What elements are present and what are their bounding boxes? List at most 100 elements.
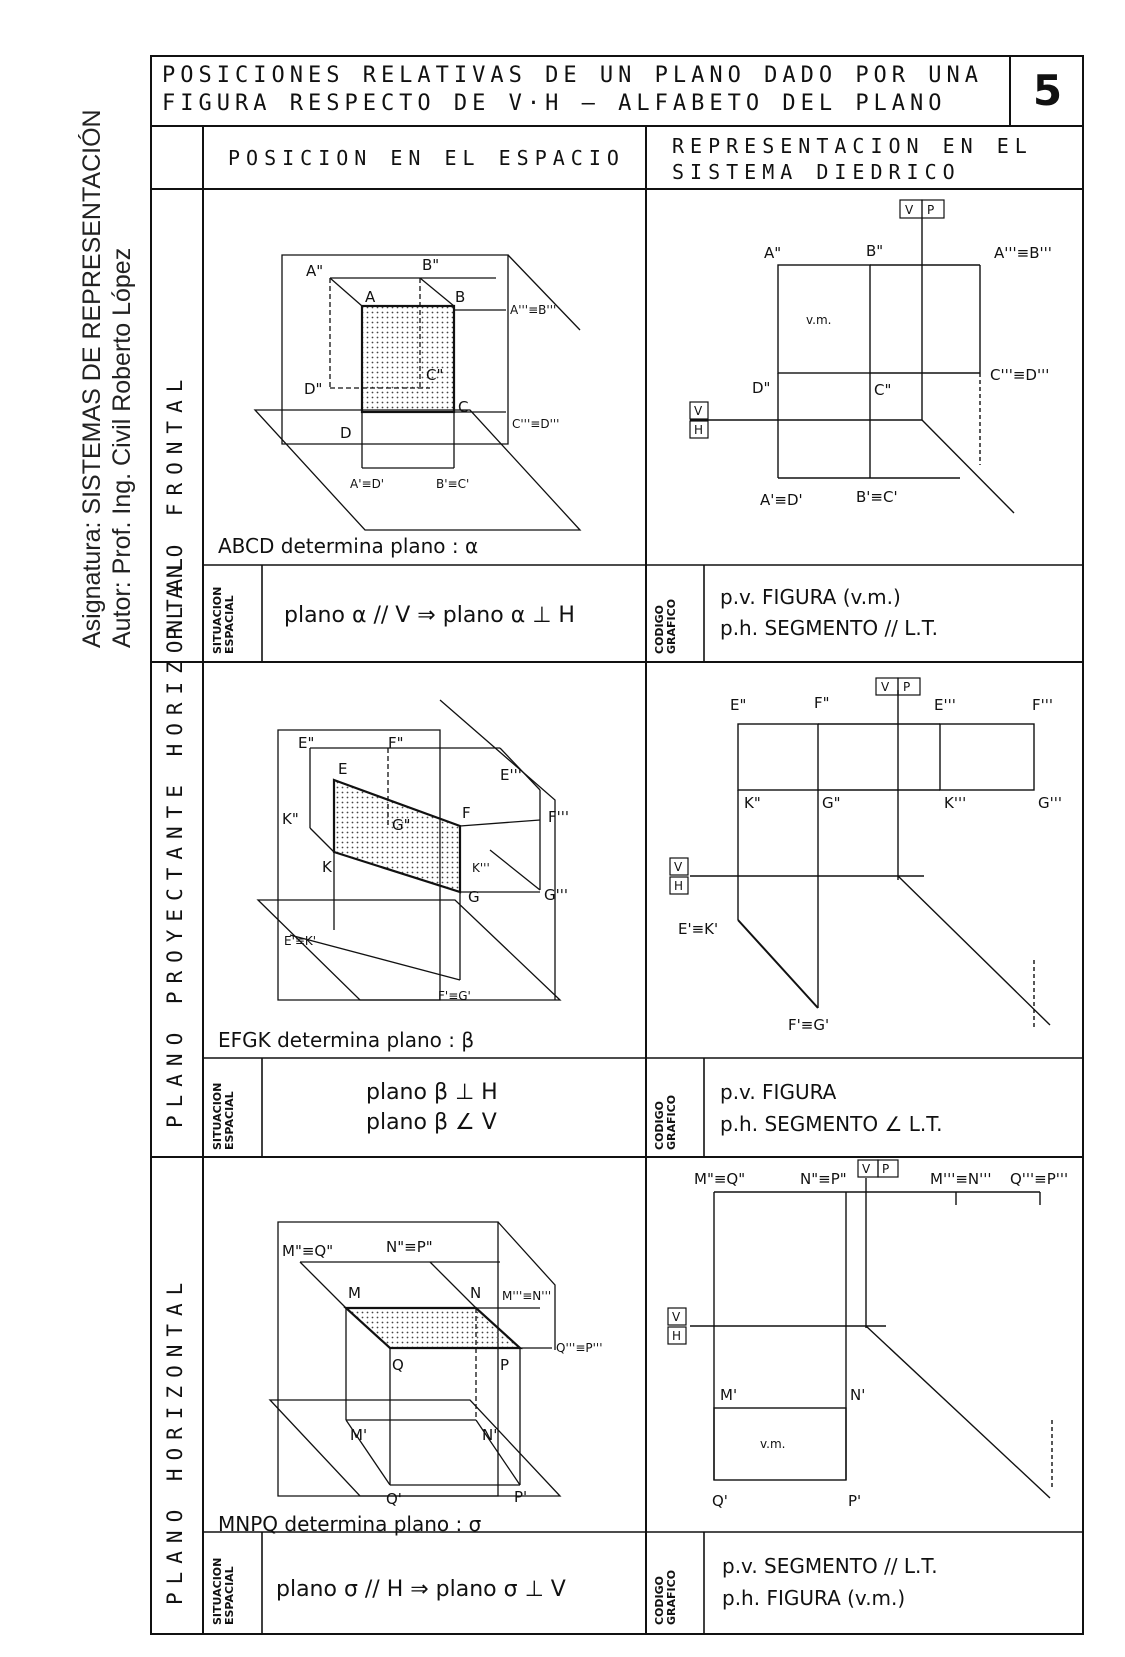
point-label: F" xyxy=(388,734,404,752)
point-label: M' xyxy=(720,1386,737,1404)
point-label: A xyxy=(365,288,376,306)
point-label: K xyxy=(322,858,333,876)
point-label: A" xyxy=(764,244,781,262)
point-label: P' xyxy=(848,1492,861,1510)
point-label: G" xyxy=(822,794,841,812)
situacion-proyectante-1: plano β ⊥ H xyxy=(366,1080,498,1105)
caption-proyectante: EFGK determina plano : β xyxy=(218,1028,475,1052)
frontal-diedric-figure xyxy=(690,218,1015,514)
codigo-proyectante-2: p.h. SEGMENTO ∠ L.T. xyxy=(720,1112,943,1136)
point-label: F''' xyxy=(1032,696,1053,714)
point-label: F'≡G' xyxy=(788,1016,829,1034)
caption-frontal: ABCD determina plano : α xyxy=(218,534,479,558)
point-label: D" xyxy=(752,379,770,397)
horizontal-diedric-figure xyxy=(690,1178,1053,1499)
point-label: V xyxy=(674,860,683,874)
point-label: N"≡P" xyxy=(800,1170,847,1188)
point-label: C" xyxy=(426,366,443,384)
point-label: P' xyxy=(514,1488,527,1506)
point-label: F" xyxy=(814,694,830,712)
sheet-number: 5 xyxy=(1009,55,1084,127)
codigo-horizontal-1: p.v. SEGMENTO // L.T. xyxy=(722,1554,938,1578)
point-label: V xyxy=(694,404,703,418)
proyectante-diedric-labels: E" F" E''' F''' K" G" K''' G''' E'≡K' F'… xyxy=(678,694,1062,1034)
point-label: A'≡D' xyxy=(760,491,803,509)
proyectante-space-labels: E" F" E E''' K" G" F F''' K K''' G G''' … xyxy=(282,734,569,1003)
point-label: H xyxy=(672,1329,681,1343)
vp-tag-1 xyxy=(899,199,945,219)
point-label: G" xyxy=(392,816,411,834)
situacion-frontal: plano α // V ⇒ plano α ⊥ H xyxy=(284,603,575,628)
point-label: K''' xyxy=(944,794,966,812)
situacion-horizontal: plano σ // H ⇒ plano σ ⊥ V xyxy=(276,1577,566,1602)
point-label: C'''≡D''' xyxy=(990,366,1049,384)
point-label: G xyxy=(468,888,480,906)
column-header-diedric-1: REPRESENTACION EN EL xyxy=(672,134,1033,158)
point-label: A'≡D' xyxy=(350,477,384,491)
point-label: B" xyxy=(866,242,883,260)
point-label: Q'''≡P''' xyxy=(1010,1170,1068,1188)
point-label: N' xyxy=(482,1426,497,1444)
proyectante-diedric-figure xyxy=(690,690,1051,1030)
point-label: A" xyxy=(306,262,323,280)
point-label: v.m. xyxy=(806,313,832,327)
point-label: D" xyxy=(304,380,322,398)
point-label: E" xyxy=(730,696,746,714)
point-label: Q' xyxy=(712,1492,728,1510)
point-label: A'''≡B''' xyxy=(994,244,1052,262)
point-label: F''' xyxy=(548,808,569,826)
point-label: M'''≡N''' xyxy=(502,1289,551,1303)
point-label: P xyxy=(927,203,934,217)
point-label: V xyxy=(905,203,914,217)
point-label: Q'''≡P''' xyxy=(556,1341,603,1355)
vh-tag-2 xyxy=(669,857,689,895)
column-header-diedric-2: SISTEMA DIEDRICO xyxy=(672,160,961,184)
vp-tag-3 xyxy=(857,1159,899,1178)
horizontal-space-figure xyxy=(268,1221,562,1497)
point-label: C'''≡D''' xyxy=(512,417,559,431)
point-label: E''' xyxy=(934,696,956,714)
point-label: E xyxy=(338,760,347,778)
horizontal-space-labels: M"≡Q" N"≡P" M N M'''≡N''' Q P Q'''≡P''' … xyxy=(282,1238,603,1508)
codigo-horizontal-2: p.h. FIGURA (v.m.) xyxy=(722,1586,906,1610)
column-header-space: POSICION EN EL ESPACIO xyxy=(228,146,625,170)
header-title-2: FIGURA RESPECTO DE V·H — ALFABETO DEL PL… xyxy=(162,91,947,116)
point-label: D xyxy=(340,424,352,442)
point-label: E'≡K' xyxy=(678,920,718,938)
point-label: C" xyxy=(874,381,891,399)
point-label: Q xyxy=(392,1356,404,1374)
point-label: F'≡G' xyxy=(438,989,471,1003)
vp-tag-2 xyxy=(875,677,921,696)
proyectante-space-figure xyxy=(256,699,562,1001)
point-label: E" xyxy=(298,734,314,752)
point-label: B" xyxy=(422,256,439,274)
codigo-proyectante-1: p.v. FIGURA xyxy=(720,1080,837,1104)
point-label: E''' xyxy=(500,766,522,784)
point-label: M"≡Q" xyxy=(282,1242,333,1260)
point-label: N' xyxy=(850,1386,865,1404)
point-label: K''' xyxy=(472,861,490,875)
point-label: B xyxy=(455,288,465,306)
point-label: M'''≡N''' xyxy=(930,1170,991,1188)
point-label: G''' xyxy=(544,886,568,904)
situacion-proyectante-2: plano β ∠ V xyxy=(366,1110,497,1135)
codigo-frontal-2: p.h. SEGMENTO // L.T. xyxy=(720,616,938,640)
point-label: Q' xyxy=(386,1490,402,1508)
codigo-frontal-1: p.v. FIGURA (v.m.) xyxy=(720,585,901,609)
point-label: M xyxy=(348,1284,361,1302)
point-label: H xyxy=(674,879,683,893)
sheet-header: POSICIONES RELATIVAS DE UN PLANO DADO PO… xyxy=(150,55,1084,127)
point-label: B'≡C' xyxy=(856,488,898,506)
frontal-diedric-labels: A" B" A'''≡B''' D" C" C'''≡D''' A'≡D' B'… xyxy=(752,242,1052,509)
point-label: V xyxy=(862,1162,871,1176)
vh-tag-1 xyxy=(689,401,709,439)
frontal-space-figure xyxy=(253,254,582,531)
frontal-space-labels: A" B" A B A'''≡B''' D" C" C D C'''≡D''' … xyxy=(304,256,559,491)
point-label: P xyxy=(903,680,910,694)
point-label: V xyxy=(672,1310,681,1324)
point-label: E'≡K' xyxy=(284,934,316,948)
point-label: P xyxy=(882,1162,889,1176)
point-label: P xyxy=(500,1356,509,1374)
